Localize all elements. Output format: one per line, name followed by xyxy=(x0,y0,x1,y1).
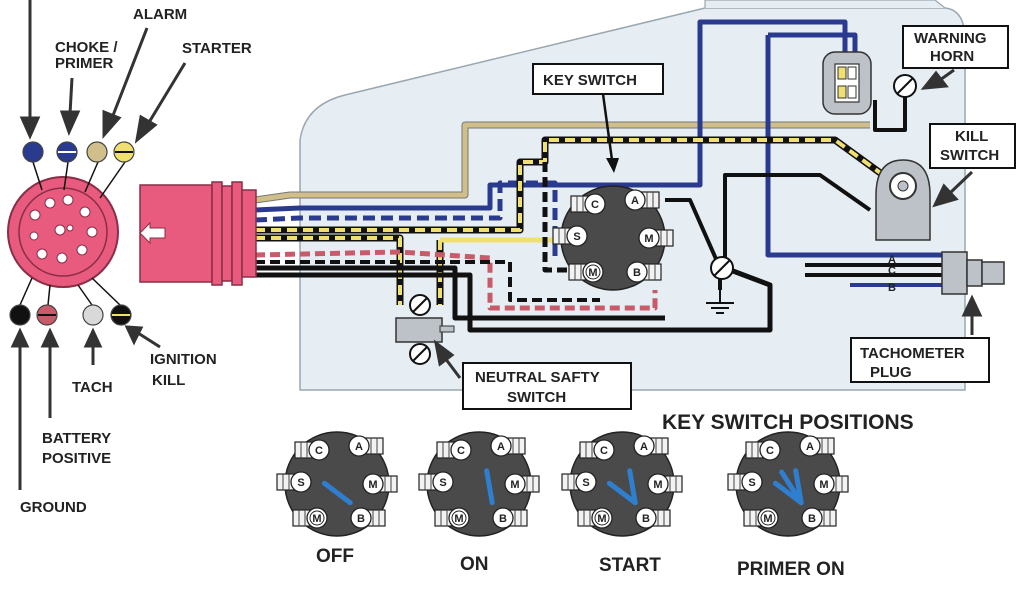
terminal-mr: M xyxy=(454,513,463,525)
terminal-s: S xyxy=(439,477,446,489)
key-switch-main: C A S M M B xyxy=(552,185,674,291)
arrow-left-icon xyxy=(139,221,166,245)
label-battery-positive-line2: POSITIVE xyxy=(42,450,111,467)
switch-position-primer-on: C A S M M B xyxy=(727,431,849,537)
neutral-safety-pointer xyxy=(433,339,462,379)
terminal-c: C xyxy=(591,199,599,211)
switch-position-off: C A S M M B xyxy=(276,431,398,537)
terminal-a: A xyxy=(806,441,814,453)
terminal-c: C xyxy=(600,445,608,457)
neutral-safety-label-line1: NEUTRAL SAFTY xyxy=(475,369,600,386)
dot-alarm xyxy=(86,141,108,163)
key-switch-pointer xyxy=(601,93,614,161)
label-tach: TACH xyxy=(72,379,113,396)
tach-terminal-c: C xyxy=(888,265,896,277)
panel-top-tab xyxy=(704,0,946,9)
label-ground: GROUND xyxy=(20,499,87,516)
tachometer-plug-label-line2: PLUG xyxy=(870,364,912,381)
terminal-mr: M xyxy=(312,513,321,525)
tachometer-plug xyxy=(941,251,1005,295)
terminal-a: A xyxy=(355,441,363,453)
tachometer-plug-box xyxy=(850,337,990,383)
terminal-m: M xyxy=(653,479,662,491)
terminal-b: B xyxy=(633,267,641,279)
terminal-mr: M xyxy=(597,513,606,525)
warning-horn-box xyxy=(902,25,1009,69)
terminal-c: C xyxy=(457,445,465,457)
label-alarm: ALARM xyxy=(133,6,187,23)
tach-terminal-a: A xyxy=(888,254,896,266)
label-choke-primer-line2: PRIMER xyxy=(55,55,114,72)
label-choke-primer-line1: CHOKE / xyxy=(55,39,118,56)
wire-harness xyxy=(254,19,945,333)
terminal-m: M xyxy=(510,479,519,491)
ground-symbol xyxy=(706,290,734,314)
warning-horn-pointer xyxy=(920,68,955,90)
terminal-c: C xyxy=(766,445,774,457)
warning-horn xyxy=(822,51,917,115)
wire-color-dots xyxy=(9,141,135,326)
kill-switch-box xyxy=(929,123,1016,169)
label-ignition-kill-line2: KILL xyxy=(152,372,185,389)
tach-terminal-b: B xyxy=(888,282,896,294)
dot-blue xyxy=(22,141,44,163)
terminal-a: A xyxy=(631,195,639,207)
label-starter: STARTER xyxy=(182,40,252,57)
key-switch-positions-title: KEY SWITCH POSITIONS xyxy=(662,411,914,434)
terminal-m: M xyxy=(819,479,828,491)
kill-switch-label-line1: KILL xyxy=(955,128,988,145)
position-label-primer-on: PRIMER ON xyxy=(737,559,845,580)
warning-horn-label-line2: HORN xyxy=(930,48,974,65)
terminal-m: M xyxy=(368,479,377,491)
key-switch-box xyxy=(532,63,664,95)
warning-horn-label-line1: WARNING xyxy=(914,30,987,47)
position-label-off: OFF xyxy=(316,546,354,567)
terminal-c: C xyxy=(315,445,323,457)
switch-position-start: C A S M M B xyxy=(561,431,683,537)
dot-ground xyxy=(9,304,31,326)
tachometer-plug-label-line1: TACHOMETER xyxy=(860,345,965,362)
terminal-b: B xyxy=(357,513,365,525)
terminal-s: S xyxy=(573,231,580,243)
label-ignition-kill-line1: IGNITION xyxy=(150,351,217,368)
position-label-on: ON xyxy=(460,554,489,575)
ground-bolt xyxy=(710,256,734,280)
neutral-safety-box xyxy=(462,362,632,410)
terminal-a: A xyxy=(497,441,505,453)
position-label-start: START xyxy=(599,555,661,576)
terminal-b: B xyxy=(642,513,650,525)
key-switch-label: KEY SWITCH xyxy=(543,72,637,89)
terminal-b: B xyxy=(808,513,816,525)
terminal-mr: M xyxy=(763,513,772,525)
terminal-b: B xyxy=(499,513,507,525)
kill-switch-label-line2: SWITCH xyxy=(940,147,999,164)
label-battery-positive-line1: BATTERY xyxy=(42,430,111,447)
terminal-m: M xyxy=(644,233,653,245)
terminal-s: S xyxy=(297,477,304,489)
key-switch-pointer-head xyxy=(606,158,619,173)
kill-switch-pointer xyxy=(932,170,974,208)
tachometer-plug-pointer xyxy=(961,294,983,335)
terminal-mr: M xyxy=(588,267,597,279)
terminal-a: A xyxy=(640,441,648,453)
neutral-safety-label-line2: SWITCH xyxy=(507,389,566,406)
ten-pin-socket xyxy=(7,161,126,306)
terminal-s: S xyxy=(748,477,755,489)
kill-switch xyxy=(875,159,931,241)
dot-tach xyxy=(82,304,104,326)
neutral-safety-switch xyxy=(395,294,455,365)
wire-harness-connector xyxy=(139,181,257,286)
terminal-s: S xyxy=(582,477,589,489)
switch-position-on: C A S M M B xyxy=(418,431,540,537)
label-arrows xyxy=(10,0,187,490)
